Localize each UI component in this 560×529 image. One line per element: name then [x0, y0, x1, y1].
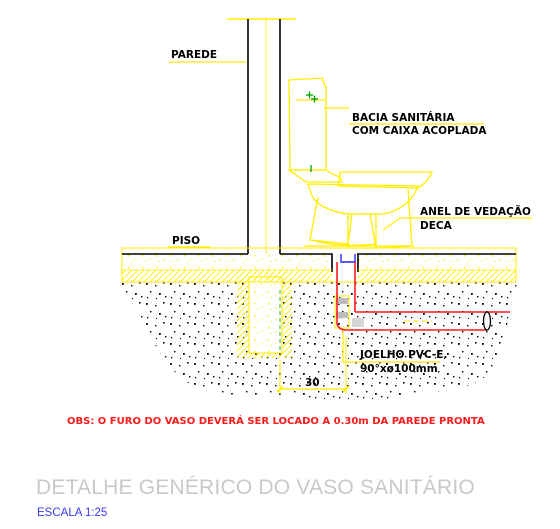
drain-pipe: [334, 254, 510, 331]
svg-text:BACIA SANITÁRIA: BACIA SANITÁRIA: [352, 111, 455, 124]
wall: [227, 18, 296, 254]
floor-label: PISO: [168, 235, 210, 248]
wall-label: PAREDE: [169, 49, 246, 63]
svg-text:COM CAIXA ACOPLADA: COM CAIXA ACOPLADA: [352, 125, 487, 137]
flush-button-icon: [306, 91, 318, 103]
installation-note: OBS: O FURO DO VASO DEVERÁ SER LOCADO A …: [67, 414, 485, 427]
toilet-label: BACIA SANITÁRIA COM CAIXA ACOPLADA: [324, 107, 487, 137]
sheet-title: DETALHE GENÉRICO DO VASO SANITÁRIO: [36, 476, 475, 499]
svg-text:PAREDE: PAREDE: [171, 49, 217, 61]
svg-text:PISO: PISO: [172, 235, 200, 247]
sheet-scale: ESCALA 1:25: [37, 507, 108, 519]
toilet-with-cistern: [286, 77, 433, 249]
dimension-30: 30: [276, 336, 350, 394]
svg-text:90°xø100mm: 90°xø100mm: [360, 363, 438, 375]
floor-slab: [121, 247, 517, 283]
svg-text:ANEL DE VEDAÇÃO: ANEL DE VEDAÇÃO: [420, 205, 531, 218]
svg-text:30: 30: [305, 377, 320, 389]
svg-text:JOELHO PVC-E.: JOELHO PVC-E.: [359, 349, 447, 361]
elbow-label: JOELHO PVC-E. 90°xø100mm: [342, 331, 447, 375]
wall-foundation: [237, 272, 292, 358]
sealing-ring-label: ANEL DE VEDAÇÃO DECA: [382, 205, 532, 232]
svg-text:DECA: DECA: [420, 220, 453, 232]
soil-gravel: [118, 282, 518, 402]
